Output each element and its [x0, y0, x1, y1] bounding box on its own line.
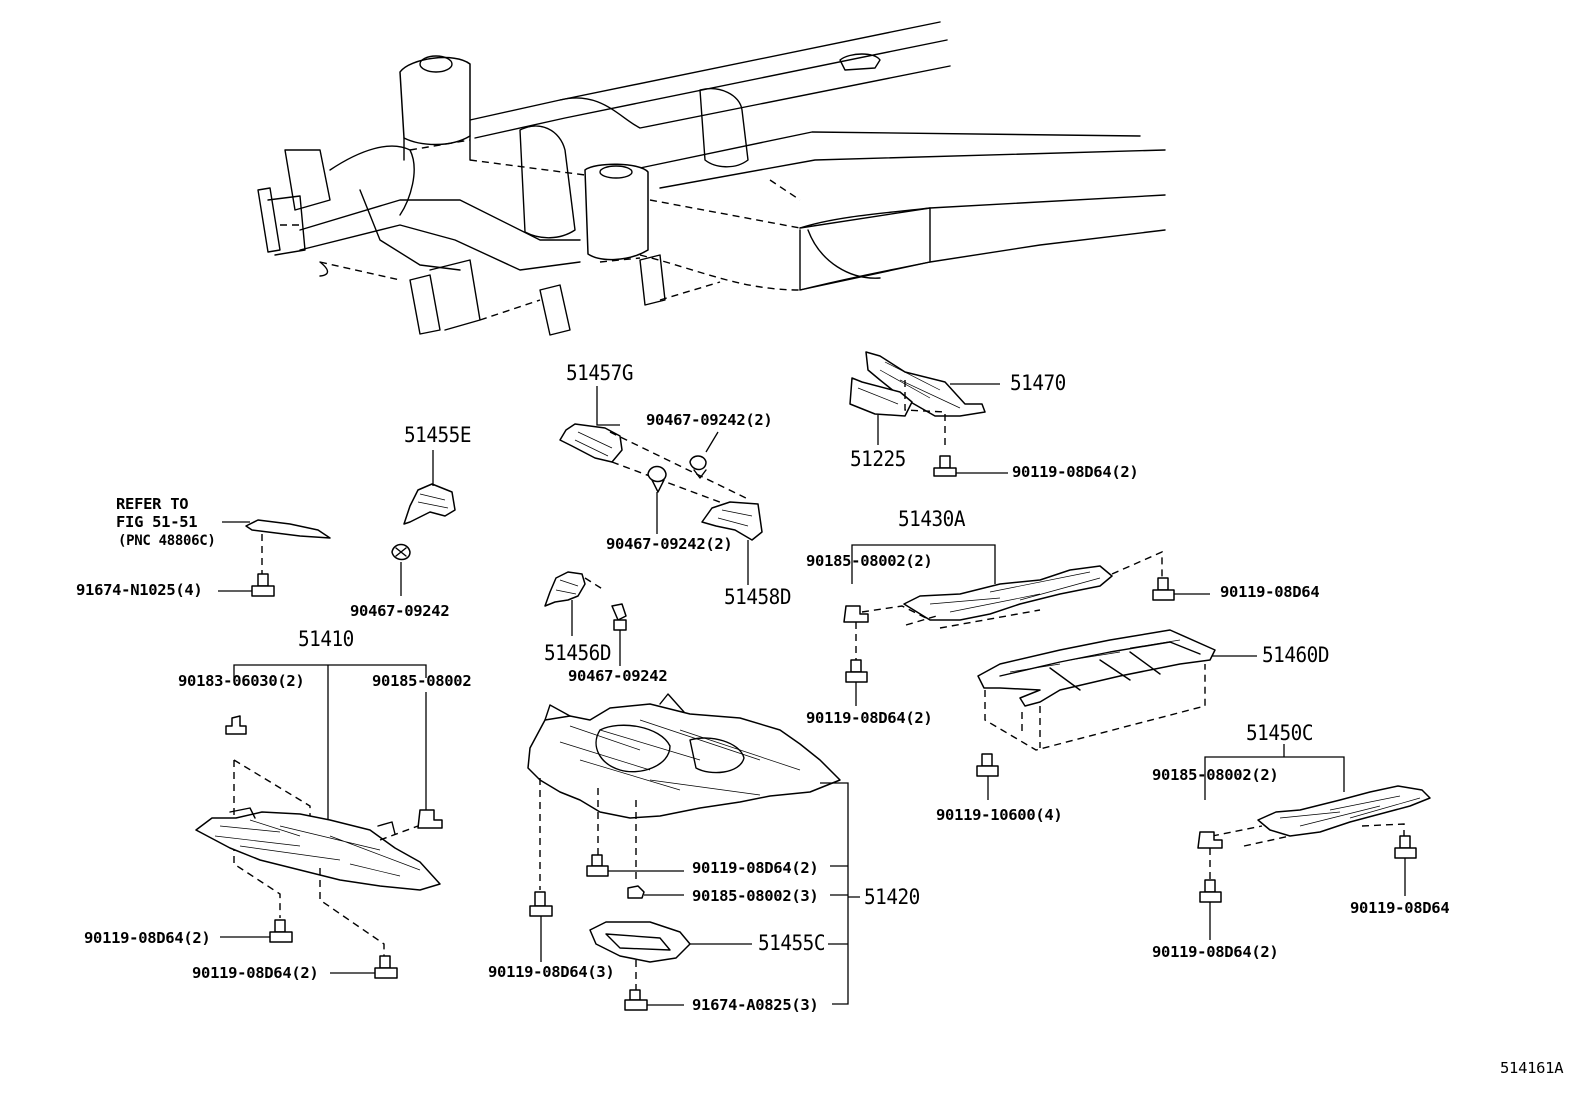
part-label-51457g[interactable]: 51457G: [566, 361, 634, 385]
part-label-90119-08d64-2b[interactable]: 90119-08D64(2): [806, 709, 933, 727]
part-label-90119-10600[interactable]: 90119-10600(4): [936, 806, 1063, 824]
part-label-90119-08d64-2a[interactable]: 90119-08D64(2): [1012, 463, 1139, 481]
part-label-90183-06030[interactable]: 90183-06030(2): [178, 672, 305, 690]
refer-note-line1: REFER TO: [116, 495, 189, 513]
part-label-51460d[interactable]: 51460D: [1262, 643, 1330, 667]
part-label-90185-08002-2a[interactable]: 90185-08002(2): [806, 552, 933, 570]
part-51470-bracket: [849, 351, 1008, 477]
part-label-90119-08d64-a[interactable]: 90119-08D64: [1220, 583, 1320, 601]
figure-id: 514161A: [1500, 1059, 1564, 1077]
part-label-51470[interactable]: 51470: [1010, 371, 1066, 395]
refer-note-line3: (PNC 48806C): [118, 533, 216, 549]
part-label-90119-08d64-2e[interactable]: 90119-08D64(2): [192, 964, 319, 982]
part-label-90467-09242-2b[interactable]: 90467-09242(2): [606, 535, 733, 553]
part-label-91674-a0825[interactable]: 91674-A0825(3): [692, 996, 819, 1014]
part-label-91674-n1025[interactable]: 91674-N1025(4): [76, 581, 203, 599]
part-label-51410[interactable]: 51410: [298, 627, 354, 651]
part-51456d-bracket: [544, 571, 627, 666]
part-label-51456d[interactable]: 51456D: [544, 641, 612, 665]
part-51410-shield: [195, 664, 443, 979]
part-label-90467-09242-a[interactable]: 90467-09242: [350, 602, 450, 620]
part-label-90119-08d64-2f[interactable]: 90119-08D64(2): [1152, 943, 1279, 961]
part-51430a-shield: [843, 544, 1210, 706]
part-51450c-shield: [1197, 744, 1431, 940]
part-51457g-51458d-brackets: [559, 386, 763, 585]
part-label-90119-08d64-2c[interactable]: 90119-08D64(2): [692, 859, 819, 877]
part-label-51450c[interactable]: 51450C: [1246, 721, 1314, 745]
part-label-90119-08d64-2d[interactable]: 90119-08D64(2): [84, 929, 211, 947]
part-51420-shield: [527, 693, 860, 1011]
part-label-51430a[interactable]: 51430A: [898, 507, 966, 531]
part-label-90119-08d64-b[interactable]: 90119-08D64: [1350, 899, 1450, 917]
refer-note-line2: FIG 51-51: [116, 513, 198, 531]
part-label-90185-08002-2b[interactable]: 90185-08002(2): [1152, 766, 1279, 784]
part-label-90119-08d64-3[interactable]: 90119-08D64(3): [488, 963, 615, 981]
part-51460d-crossmember: [976, 629, 1257, 800]
part-51455e-bracket: [391, 450, 456, 596]
part-label-51420[interactable]: 51420: [864, 885, 920, 909]
part-label-90467-09242-2a[interactable]: 90467-09242(2): [646, 411, 773, 429]
part-label-90467-09242-b[interactable]: 90467-09242: [568, 667, 668, 685]
vehicle-frame-illustration: [257, 21, 1166, 336]
part-label-90185-08002-3[interactable]: 90185-08002(3): [692, 887, 819, 905]
part-label-51455e[interactable]: 51455E: [404, 423, 472, 447]
part-label-51458d[interactable]: 51458D: [724, 585, 792, 609]
part-48806c-bracket: [218, 519, 331, 597]
part-label-51225[interactable]: 51225: [850, 447, 906, 471]
part-label-51455c[interactable]: 51455C: [758, 931, 826, 955]
part-label-90185-08002-a[interactable]: 90185-08002: [372, 672, 472, 690]
